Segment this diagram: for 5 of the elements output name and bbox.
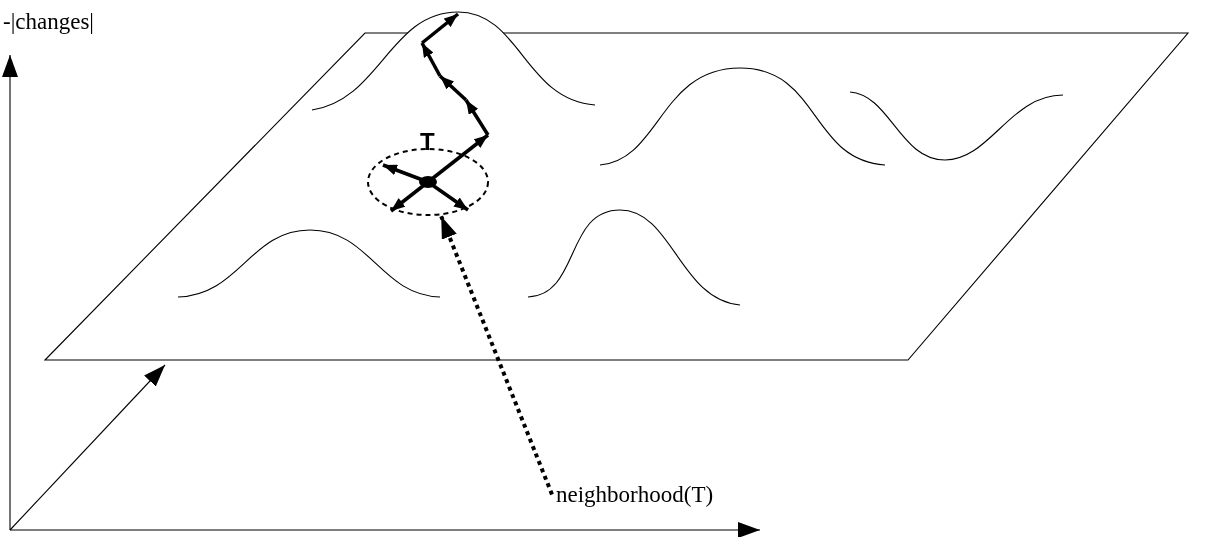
leader-line: [439, 215, 554, 496]
leader-text: neighborhood(T): [556, 483, 714, 506]
neighborhood-ellipse: [367, 148, 489, 216]
axis-label: -|changes|: [3, 10, 94, 33]
point-label: T: [420, 130, 435, 154]
